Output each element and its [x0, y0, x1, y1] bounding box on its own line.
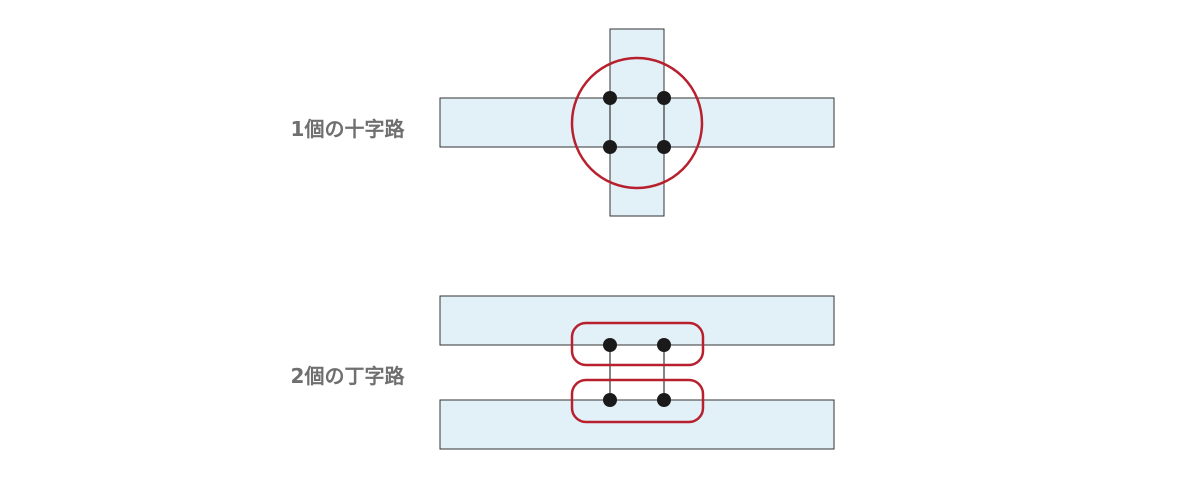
horizontal-road	[439, 97, 835, 148]
tee-node-lower-right	[657, 393, 671, 407]
lower-tee-highlight	[570, 378, 705, 424]
upper-road	[439, 295, 835, 346]
tee-node-upper-left	[603, 338, 617, 352]
tee-node-upper-right	[657, 338, 671, 352]
cross-node-top-left	[603, 91, 617, 105]
cross-node-bottom-left	[603, 140, 617, 154]
cross-intersection-highlight	[570, 56, 704, 190]
cross-node-top-right	[657, 91, 671, 105]
cross-node-bottom-right	[657, 140, 671, 154]
tee-intersections-group	[439, 295, 835, 450]
cross-intersection-label: 1個の十字路	[290, 117, 405, 141]
lower-road	[439, 399, 835, 450]
tee-node-lower-left	[603, 393, 617, 407]
cross-intersection-group	[439, 28, 835, 217]
tee-intersection-label: 2個の丁字路	[290, 364, 405, 388]
upper-tee-highlight	[570, 321, 705, 367]
